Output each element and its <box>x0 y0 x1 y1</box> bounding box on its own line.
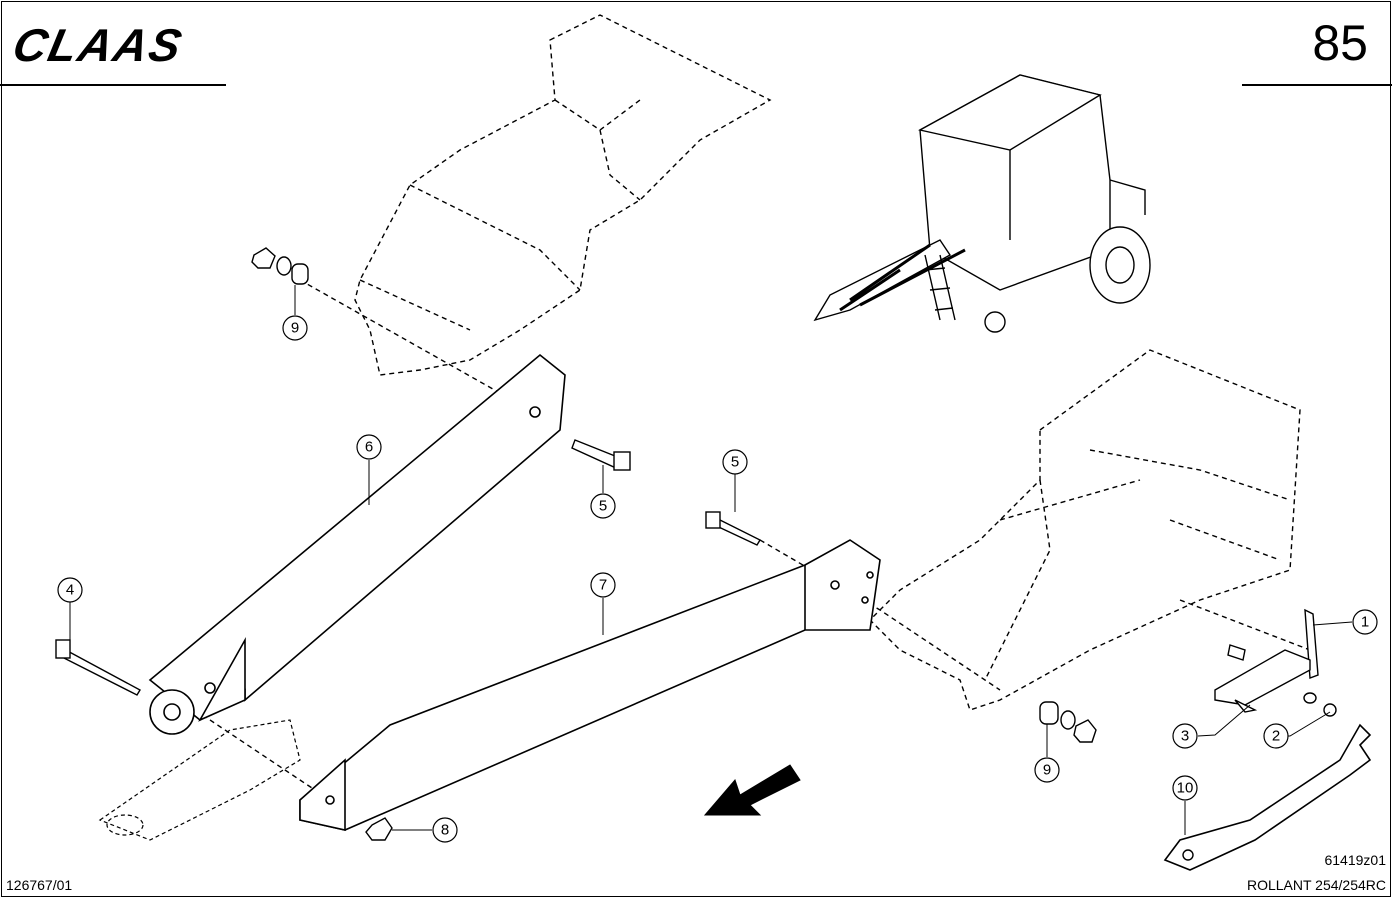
bolt-5-upper <box>571 439 621 469</box>
header-rule-right <box>1242 84 1392 86</box>
tow-arm-6-hole-lower <box>204 682 216 694</box>
pin-1 <box>1304 608 1319 679</box>
baler-ladder <box>924 254 956 321</box>
upper-chassis-detail <box>359 99 641 331</box>
tow-arm-6 <box>148 353 566 721</box>
callout-4: 4 <box>66 582 74 599</box>
page-number: 85 <box>1312 15 1368 71</box>
nut-upper <box>251 247 276 269</box>
bushing-9-upper <box>291 263 309 285</box>
bracket-3 <box>1214 649 1311 706</box>
callout-2: 2 <box>1272 728 1280 745</box>
tow-arm-6-plate <box>198 636 246 722</box>
figure-reference: 61419z01 <box>1324 852 1386 868</box>
tow-arm-7-plate <box>299 758 346 831</box>
header-rule-left <box>0 84 226 86</box>
tow-eye <box>98 719 301 841</box>
centerline-pin <box>1179 599 1311 651</box>
pin-small <box>1227 644 1246 661</box>
lower-chassis-outline <box>869 349 1301 711</box>
nut-lower <box>1073 719 1097 743</box>
callout-9-lower: 9 <box>1043 762 1051 779</box>
centerline-lower-bolt <box>759 539 1001 691</box>
callout-7: 7 <box>599 577 607 594</box>
baler-pointer-lines <box>839 243 966 312</box>
callout-5-upper: 5 <box>599 498 607 515</box>
callout-8: 8 <box>441 822 449 839</box>
tow-arm-7 <box>299 539 881 831</box>
baler-top <box>918 74 1102 151</box>
callout-1: 1 <box>1361 614 1369 631</box>
tow-arm-6-hole <box>529 406 541 418</box>
callout-9-upper: 9 <box>291 320 299 337</box>
bushing-9-lower <box>1039 701 1059 725</box>
washer-upper <box>276 256 292 276</box>
callout-3: 3 <box>1181 728 1189 745</box>
bolt-4 <box>59 646 141 696</box>
callout-6: 6 <box>365 439 373 456</box>
spanner-10 <box>1163 723 1372 871</box>
upper-chassis-outline <box>354 14 772 376</box>
direction-arrow-icon <box>703 764 801 816</box>
callout-10: 10 <box>1177 780 1194 797</box>
washer-lower <box>1060 710 1076 730</box>
callout-5-lower: 5 <box>731 454 739 471</box>
centerline-upper-bolt <box>299 279 531 411</box>
lower-chassis-detail <box>984 449 1291 681</box>
model-label: ROLLANT 254/254RC <box>1246 877 1386 893</box>
bolt-4-head <box>55 639 71 659</box>
document-number: 126767/01 <box>6 877 73 893</box>
screw-2 <box>1323 703 1337 717</box>
nut-8 <box>365 817 393 841</box>
